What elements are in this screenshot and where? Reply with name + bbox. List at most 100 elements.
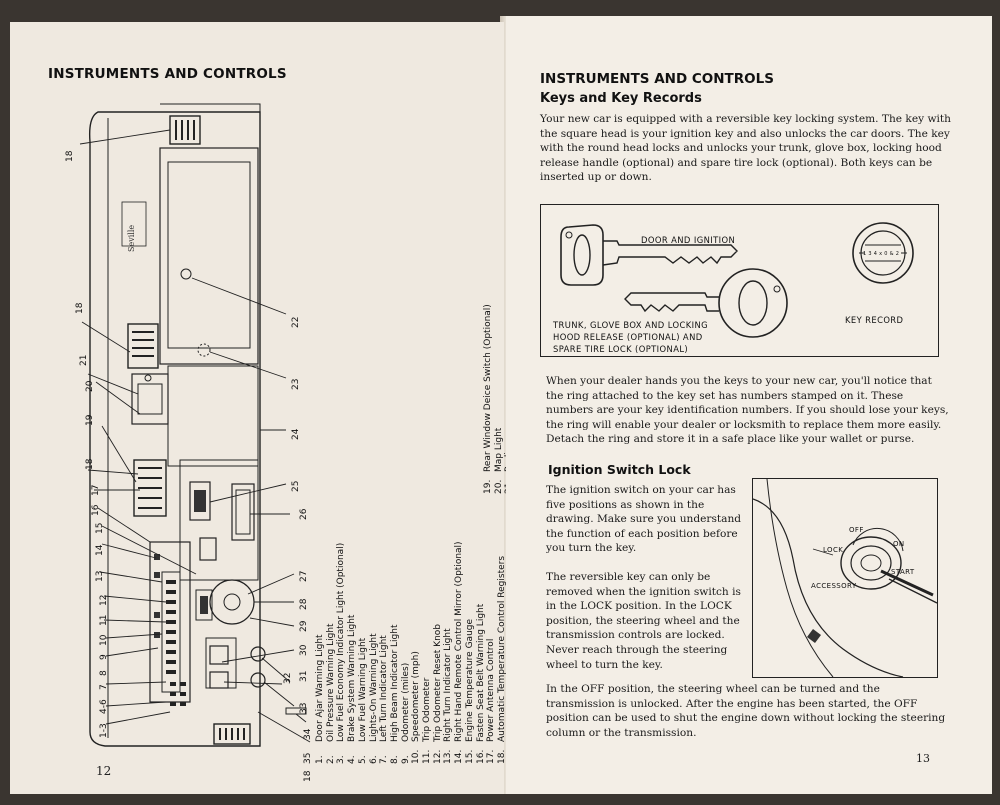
legend-item-text: Low Fuel Warning Light bbox=[357, 637, 368, 742]
callout-1-3: 1-3 bbox=[99, 723, 109, 738]
callout-11: 11 bbox=[99, 615, 109, 626]
glove-box-lock bbox=[180, 268, 192, 280]
legend-item-number: 6. bbox=[368, 755, 379, 764]
legend-item: 1.Door Ajar Warning Light bbox=[315, 24, 326, 764]
callout-9: 9 bbox=[99, 654, 109, 660]
svg-text:Seville: Seville bbox=[127, 225, 136, 252]
clock bbox=[189, 481, 211, 521]
legend-item-number: 7. bbox=[379, 755, 390, 764]
callout-18b: 18 bbox=[75, 302, 85, 314]
callout-19: 19 bbox=[85, 414, 95, 426]
legend-item: 12.Trip Odometer Reset Knob bbox=[433, 24, 444, 764]
legend-item-text: Left Turn Indicator Light bbox=[379, 635, 390, 742]
ignition-paragraph-1: The ignition switch on your car has five… bbox=[546, 484, 742, 555]
left-page-title: INSTRUMENTS AND CONTROLS bbox=[48, 66, 287, 82]
round-key-head bbox=[718, 268, 788, 338]
ignition-diagram: OFF ON LOCK START ACCESSORY bbox=[752, 478, 938, 678]
legend-item: 6. Lights-On Warning Light bbox=[369, 24, 380, 764]
legend-item: 3.Low Fuel Economy Indicator Light (Opti… bbox=[336, 24, 347, 764]
legend-item-number: 4. bbox=[347, 755, 358, 764]
callout-21: 21 bbox=[79, 355, 89, 366]
off-paragraph: In the OFF position, the steering wheel … bbox=[546, 683, 946, 739]
callout-20: 20 bbox=[85, 380, 95, 392]
legend-item-text: Engine Temperature Gauge bbox=[464, 618, 475, 742]
ignition-heading: Ignition Switch Lock bbox=[548, 462, 691, 477]
door-ignition-label: DOOR AND IGNITION bbox=[641, 235, 736, 245]
legend-item: 19.Rear Window Deice Switch (Optional) bbox=[483, 34, 494, 494]
legend-item-text: Fasten Seat Belt Warning Light bbox=[475, 603, 486, 742]
square-key-head bbox=[560, 224, 604, 286]
callout-4-6: 4-6 bbox=[99, 699, 109, 714]
right-page-number: 13 bbox=[916, 752, 930, 765]
legend-item: 11. Trip Odometer bbox=[422, 24, 433, 764]
callout-18d: 18 bbox=[303, 770, 313, 782]
on-label: ON bbox=[893, 540, 905, 548]
legend-item-number: 12. bbox=[432, 749, 443, 764]
vent-top bbox=[169, 115, 201, 145]
callout-17: 17 bbox=[91, 485, 101, 496]
callout-13: 13 bbox=[95, 571, 105, 582]
instrument-panel-diagram: Seville bbox=[65, 103, 313, 782]
callout-16: 16 bbox=[91, 504, 101, 516]
callout-32: 32 bbox=[283, 673, 293, 684]
callout-24: 24 bbox=[291, 428, 301, 440]
callout-12: 12 bbox=[99, 595, 109, 606]
callout-22: 22 bbox=[291, 317, 301, 328]
legend-item: 8.High Beam Indicator Light bbox=[390, 24, 401, 765]
legend-item-number: 5. bbox=[357, 755, 368, 764]
legend-item-text: Speedometer (mph) bbox=[411, 651, 422, 742]
callout-30: 30 bbox=[299, 644, 309, 656]
legend-item-text: Map Light bbox=[493, 427, 504, 472]
legend-item-text: Rear Window Deice Switch (Optional) bbox=[483, 304, 493, 472]
callout-14: 14 bbox=[95, 544, 105, 556]
legend-item-number: 14. bbox=[454, 749, 465, 764]
key-record-number: 1 3 4 x 0 & 2 bbox=[863, 251, 900, 257]
ignition-paragraph-2: The reversible key can only be removed w… bbox=[546, 571, 741, 671]
keys-diagram: DOOR AND IGNITION 1 3 4 x 0 & 2 KEY RECO… bbox=[540, 204, 939, 357]
legend-item-number: 13. bbox=[443, 749, 454, 764]
legend-item: 14. Right Hand Remote Control Mirror (Opt… bbox=[454, 24, 465, 764]
legend-item-text: Right Turn Indicator Light bbox=[443, 628, 454, 742]
legend-item: 13. Right Turn Indicator Light bbox=[443, 24, 454, 764]
keys-paragraph: Your new car is equipped with a reversib… bbox=[540, 113, 952, 184]
legend-item: 4. Brake System Warning Light bbox=[347, 24, 358, 764]
callout-25: 25 bbox=[291, 481, 301, 492]
callout-33: 33 bbox=[299, 703, 309, 714]
legend-item-number: 1. bbox=[315, 755, 325, 764]
trunk-label-line1: TRUNK, GLOVE BOX AND LOCKING bbox=[553, 320, 709, 330]
ignition-cylinder bbox=[840, 536, 902, 590]
steering-column bbox=[209, 579, 255, 625]
legend-item: 20.Map Light bbox=[494, 34, 505, 494]
trunk-release bbox=[197, 343, 211, 357]
legend-item: 15. Engine Temperature Gauge bbox=[465, 24, 476, 764]
right-page: INSTRUMENTS AND CONTROLS Keys and Key Re… bbox=[506, 16, 992, 794]
legend-item-number: 11. bbox=[422, 749, 433, 764]
legend-item: 2.Oil Pressure Warning Light bbox=[326, 24, 337, 764]
accessory-label: ACCESSORY bbox=[811, 582, 857, 590]
callout-8: 8 bbox=[99, 670, 109, 676]
radio bbox=[131, 373, 169, 425]
start-label: START bbox=[891, 568, 915, 576]
legend-item-number: 2. bbox=[325, 755, 336, 764]
legend-item-number: 16. bbox=[475, 749, 486, 764]
callout-31: 31 bbox=[299, 671, 309, 682]
legend-item-text: Trip Odometer bbox=[422, 677, 433, 742]
legend-item-text: Brake System Warning Light bbox=[347, 614, 358, 742]
lock-label: LOCK bbox=[823, 546, 844, 554]
vent-18c bbox=[133, 459, 167, 517]
legend-item: 5. Low Fuel Warning Light bbox=[358, 24, 369, 764]
callout-29: 29 bbox=[299, 620, 309, 632]
vent-18d bbox=[213, 723, 251, 745]
legend-item-number: 15. bbox=[464, 749, 475, 764]
legend-item-text: Right Hand Remote Control Mirror (Option… bbox=[454, 541, 465, 742]
off-label: OFF bbox=[849, 526, 864, 534]
callout-27: 27 bbox=[299, 571, 309, 582]
legend-item-text: Lights-On Warning Light bbox=[368, 633, 379, 742]
callout-15: 15 bbox=[95, 523, 105, 534]
key-record-ring bbox=[852, 222, 914, 284]
legend-item-number: 3. bbox=[336, 755, 347, 764]
legend-item-number: 17. bbox=[486, 749, 497, 764]
key-record-label: KEY RECORD bbox=[845, 315, 904, 325]
legend-item-number: 10. bbox=[411, 749, 422, 764]
